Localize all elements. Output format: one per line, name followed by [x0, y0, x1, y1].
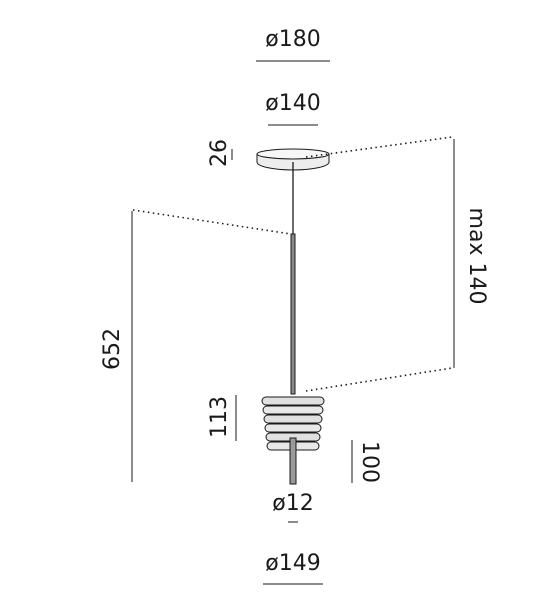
shade-height-label: 113 [207, 396, 232, 438]
canopy-outer-diameter-label: ø180 [265, 27, 320, 52]
shade-diameter-label: ø149 [265, 551, 320, 576]
max-extension-bottom [305, 367, 453, 392]
lower-rod [289, 437, 297, 485]
rod-diameter-label: ø12 [272, 491, 313, 516]
overall-extension-top [132, 209, 292, 235]
overall-height-label: 652 [100, 328, 125, 370]
lamp-shade [261, 396, 325, 451]
shade-bottom-label: 100 [357, 441, 382, 483]
max-drop-label: max 140 [464, 208, 489, 305]
canopy-body [256, 153, 330, 171]
canopy-inner-diameter-label: ø140 [265, 91, 320, 116]
canopy-height-label: 26 [207, 139, 232, 167]
upper-rod [290, 233, 296, 395]
